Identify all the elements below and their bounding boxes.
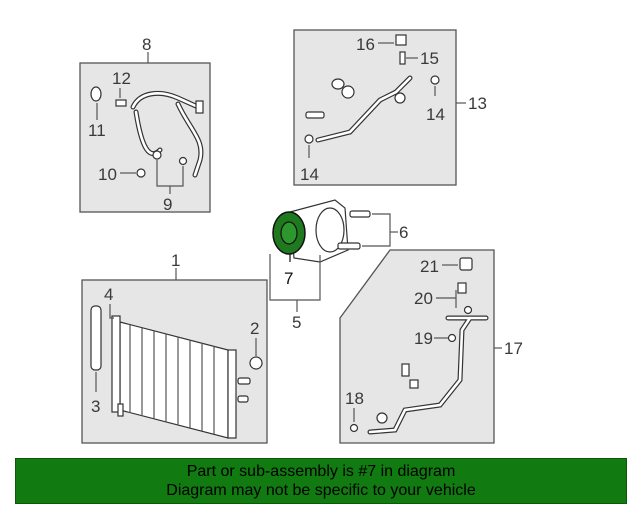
bolt-part — [401, 363, 410, 377]
callout-18: 18 — [345, 389, 364, 408]
callout-14-right: 14 — [426, 105, 445, 124]
callout-21: 21 — [420, 257, 439, 276]
compressor-group: 7 6 5 — [269, 199, 408, 332]
callout-16: 16 — [356, 35, 375, 54]
callout-17: 17 — [504, 339, 523, 358]
callout-7: 7 — [284, 269, 293, 288]
banner-line-1: Part or sub-assembly is #7 in diagram — [186, 463, 456, 480]
callout-3: 3 — [91, 397, 100, 416]
fitting-part — [331, 78, 345, 90]
nut-part — [394, 92, 406, 104]
callout-8: 8 — [142, 35, 151, 54]
o-ring-part — [430, 75, 440, 85]
nut-part — [409, 379, 419, 389]
o-ring-part — [178, 156, 188, 166]
banner-line-2: Diagram may not be specific to your vehi… — [166, 482, 476, 499]
callout-14-left: 14 — [300, 165, 319, 184]
cap-part — [395, 34, 407, 46]
liquid-line-group: 13 16 15 14 14 — [293, 29, 487, 186]
bolt-part — [237, 395, 249, 403]
callout-1: 1 — [171, 251, 180, 270]
o-ring-part — [152, 150, 162, 160]
bolt-part — [305, 111, 325, 119]
callout-5: 5 — [292, 313, 301, 332]
bolt-part — [337, 242, 361, 250]
valve-part — [115, 99, 127, 107]
valve-core-part — [457, 282, 467, 294]
valve-core-part — [399, 51, 406, 65]
callout-20: 20 — [414, 289, 433, 308]
callout-4: 4 — [104, 285, 113, 304]
notice-banner: Part or sub-assembly is #7 in diagram Di… — [15, 458, 627, 504]
bolt-part — [237, 377, 251, 385]
condenser-fins — [129, 325, 215, 434]
callout-9: 9 — [163, 195, 172, 214]
nut-part — [376, 412, 388, 424]
callout-11: 11 — [88, 121, 106, 140]
o-ring-part — [463, 305, 473, 315]
evaporator-line-group: 17 21 20 19 18 — [339, 249, 523, 444]
callout-2: 2 — [250, 319, 259, 338]
o-ring-part — [349, 423, 359, 433]
condenser-group: 1 4 3 2 — [81, 251, 268, 444]
callout-6: 6 — [399, 223, 408, 242]
clutch-hub — [280, 221, 298, 245]
fitting-part — [341, 85, 355, 99]
bolt-part — [117, 403, 124, 417]
callout-19: 19 — [414, 329, 433, 348]
bolt-part — [349, 210, 371, 218]
o-ring-part — [447, 333, 457, 343]
cap-part — [459, 257, 473, 271]
drier-part — [90, 305, 102, 371]
condenser-tank — [111, 315, 121, 413]
pressure-switch-part — [90, 86, 102, 102]
cap-part — [249, 356, 263, 370]
callout-15: 15 — [420, 49, 439, 68]
callout-10: 10 — [98, 165, 117, 184]
callout-13: 13 — [468, 94, 487, 113]
condenser-tank — [227, 349, 237, 439]
compressor-housing — [315, 207, 345, 253]
hose-assembly-group: 8 12 11 10 9 — [79, 35, 211, 214]
o-ring-part — [304, 134, 314, 144]
hose-assembly-box — [79, 62, 211, 213]
callout-12: 12 — [112, 69, 131, 88]
o-ring-part — [136, 168, 146, 178]
hose-fitting — [195, 100, 204, 114]
